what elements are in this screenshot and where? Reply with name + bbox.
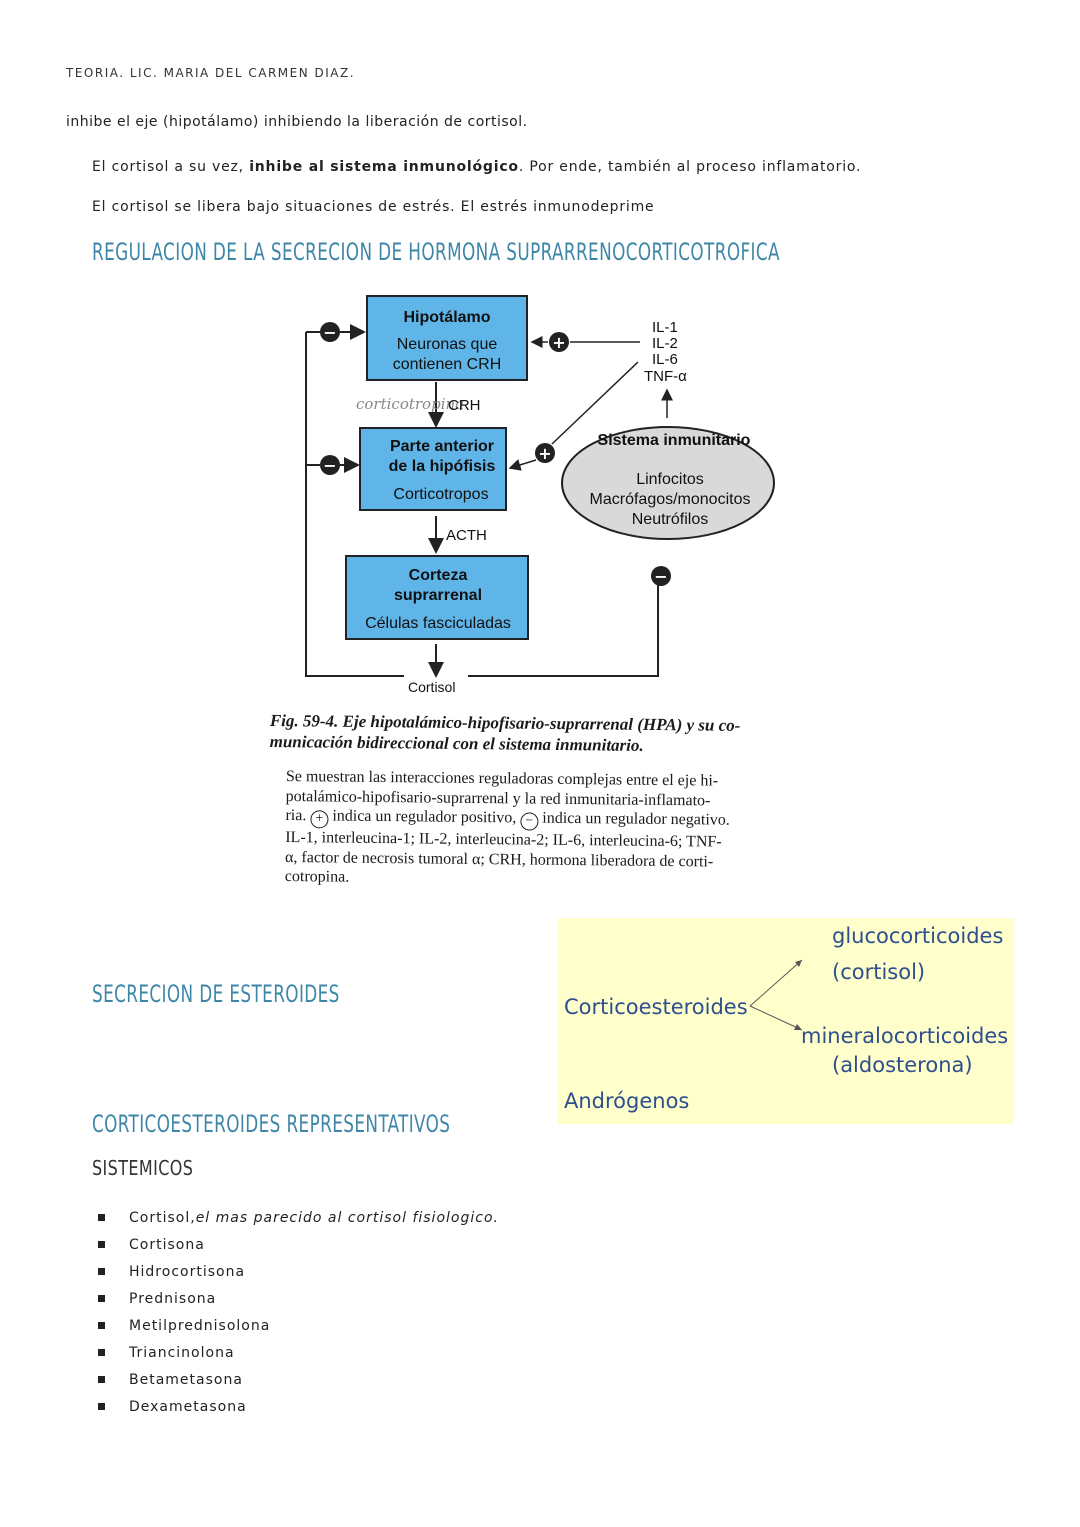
section-title-representativos: CORTICOESTEROIDES REPRESENTATIVOS: [92, 1110, 451, 1138]
branch-glucocorticoides: glucocorticoides: [832, 924, 1004, 948]
crh-label: CRH: [448, 397, 481, 414]
list-item: Prednisona: [98, 1285, 499, 1312]
list-item: Hidrocortisona: [98, 1258, 499, 1285]
desc-line-3-c: indica un regulador negativo.: [538, 809, 730, 829]
desc-line-3-b: indica un regulador positivo,: [328, 807, 521, 827]
plus-icon-hypothalamus: [549, 332, 569, 352]
minus-sign-3: −: [654, 567, 667, 586]
drug-name: Triancinolona: [129, 1344, 235, 1361]
list-item: Cortisona: [98, 1231, 499, 1258]
immune-item-3: Neutrófilos: [632, 511, 708, 528]
immune-item-1: Linfocitos: [636, 471, 704, 488]
adrenal-title-1: Corteza: [409, 567, 468, 584]
drug-list: Cortisol, el mas parecido al cortisol fi…: [98, 1204, 499, 1420]
figure-description: Se muestran las interacciones reguladora…: [285, 767, 806, 892]
branch-mineralocorticoides: mineralocorticoides: [801, 1024, 1009, 1048]
section-title-secrecion: SECRECION DE ESTEROIDES: [92, 980, 340, 1008]
bullet-icon: [98, 1295, 105, 1302]
immune-title: Sistema inmunitario: [598, 432, 751, 449]
cytokines-to-pituitary-line: [551, 361, 639, 445]
bullet-icon: [98, 1241, 105, 1248]
bullet-icon: [98, 1322, 105, 1329]
bullet-icon: [98, 1349, 105, 1356]
immune-system-ellipse: [561, 426, 775, 540]
intro-line-2-text-a: El cortisol a su vez,: [92, 159, 250, 175]
subsection-sistemicos: SISTEMICOS: [92, 1156, 194, 1180]
section-title-regulacion: REGULACION DE LA SECRECION DE HORMONA SU…: [92, 238, 780, 266]
list-item: Triancinolona: [98, 1339, 499, 1366]
bullet-icon: [98, 1268, 105, 1275]
adrenal-title-2: suprarrenal: [394, 587, 482, 604]
hypothalamus-line-1: Neuronas que: [397, 336, 498, 353]
minus-sign-2: −: [323, 456, 336, 475]
handwritten-note: corticotropina: [356, 395, 464, 413]
minus-circle-icon: −: [520, 812, 539, 831]
drug-name: Hidrocortisona: [129, 1263, 246, 1280]
feedback-loop-line: [305, 332, 404, 677]
intro-line-2: El cortisol a su vez, inhibe al sistema …: [92, 159, 861, 175]
root-corticoesteroides: Corticoesteroides: [564, 995, 748, 1019]
hpa-axis-diagram: Hipotálamo Neuronas que contienen CRH co…: [305, 295, 775, 695]
page-header: TEORIA. LIC. MARIA DEL CARMEN DIAZ.: [66, 66, 356, 80]
drug-name: Dexametasona: [129, 1398, 247, 1415]
corticosteroids-box: glucocorticoides (cortisol) Corticoester…: [558, 918, 1014, 1124]
bullet-icon: [98, 1214, 105, 1221]
branch-cortisol: (cortisol): [832, 960, 926, 984]
minus-icon-pituitary: [320, 455, 340, 475]
drug-name: Prednisona: [129, 1290, 217, 1307]
list-item: Betametasona: [98, 1366, 499, 1393]
immune-item-2: Macrófagos/monocitos: [590, 491, 751, 508]
pituitary-title-1: Parte anterior: [390, 438, 494, 455]
drug-name: Cortisol,: [129, 1209, 196, 1226]
pituitary-sub: Corticotropos: [393, 486, 488, 503]
intro-line-1: inhibe el eje (hipotálamo) inhibiendo la…: [66, 114, 528, 130]
hypothalamus-box: [366, 295, 528, 381]
plus-icon-pituitary: [535, 443, 555, 463]
cortisol-label: Cortisol: [408, 679, 455, 695]
cytokine-il1: IL-1: [652, 319, 678, 336]
drug-note: el mas parecido al cortisol fisiologico.: [195, 1209, 499, 1226]
minus-icon-hypothalamus: [320, 322, 340, 342]
adrenal-box: [345, 555, 529, 640]
cytokine-il2: IL-2: [652, 335, 678, 352]
feedback-loop-line-right: [468, 580, 659, 677]
intro-line-1-paren: (hipotálamo): [163, 114, 259, 130]
hypothalamus-title: Hipotálamo: [403, 309, 490, 326]
adrenal-sub: Células fasciculadas: [365, 615, 511, 632]
intro-line-1-text-a: inhibe el eje: [66, 114, 163, 130]
drug-name: Metilprednisolona: [129, 1317, 271, 1334]
intro-line-2-text-b: . Por ende, también al proceso inflamato…: [518, 159, 862, 175]
plus-sign-1: +: [552, 333, 565, 352]
intro-line-3: El cortisol se libera bajo situaciones d…: [92, 199, 655, 215]
pituitary-title-2: de la hipófisis: [389, 458, 496, 475]
androgenos: Andrógenos: [564, 1089, 690, 1113]
plus-circle-icon: +: [310, 810, 329, 829]
intro-line-1-text-b: inhibiendo la liberación de cortisol.: [258, 114, 528, 130]
plus-sign-2: +: [538, 444, 551, 463]
drug-name: Betametasona: [129, 1371, 243, 1388]
drug-name: Cortisona: [129, 1236, 205, 1253]
figure-caption: Fig. 59-4. Eje hipotalámico-hipofisario-…: [270, 710, 805, 758]
list-item: Dexametasona: [98, 1393, 499, 1420]
bullet-icon: [98, 1376, 105, 1383]
desc-line-3-a: ria.: [285, 806, 311, 825]
cytokine-il6: IL-6: [652, 351, 678, 368]
acth-label: ACTH: [446, 527, 487, 544]
branch-arrows: [749, 959, 803, 1031]
cytokines-to-pituitary-arrow: [508, 459, 537, 471]
hypothalamus-line-2: contienen CRH: [393, 356, 502, 373]
list-item: Cortisol, el mas parecido al cortisol fi…: [98, 1204, 499, 1231]
minus-sign-1: −: [323, 323, 336, 342]
branch-aldosterona: (aldosterona): [832, 1053, 973, 1077]
cytokine-tnf: TNF-α: [644, 368, 687, 385]
list-item: Metilprednisolona: [98, 1312, 499, 1339]
pituitary-box: [359, 427, 507, 511]
bullet-icon: [98, 1403, 105, 1410]
minus-icon-immune: [651, 566, 671, 586]
desc-line-6: cotropina.: [284, 867, 350, 886]
intro-line-2-bold: inhibe al sistema inmunológico: [249, 159, 519, 175]
